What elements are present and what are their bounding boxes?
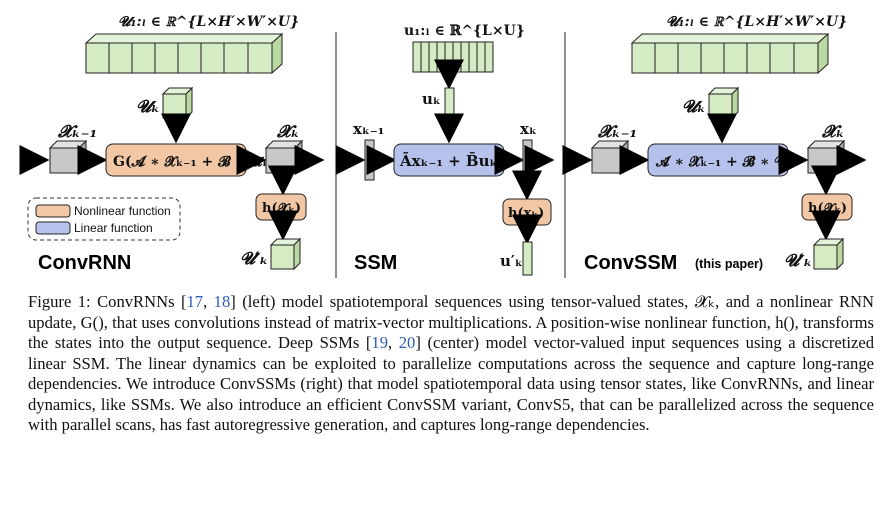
legend-nonlinear-swatch: [35, 204, 71, 218]
convrnn-panel: 𝓤₁:ₗ ∈ ℝ^{L×H′×W′×U} 𝓤ₖ 𝓧ₖ₋₁ G(𝓐: [19, 14, 325, 274]
ssm-out-vector: [522, 241, 533, 276]
convrnn-xk-cube: [264, 139, 304, 175]
ssm-xkm1-label: xₖ₋₁: [353, 120, 384, 138]
convssm-xkm1-cube: [590, 139, 630, 175]
convrnn-uk-cube: [161, 86, 194, 120]
caption-sep: ,: [203, 292, 214, 311]
convssm-h-text: h(𝓧ₖ): [808, 201, 847, 216]
ssm-input-label: u₁:ₗ ∈ ℝ^{L×U}: [404, 23, 525, 39]
ssm-out-label: u′ₖ: [500, 252, 523, 270]
citation-link[interactable]: 18: [213, 292, 231, 311]
caption-tail: ] (center) model vector-valued input seq…: [28, 333, 875, 434]
ssm-update-text: Āxₖ₋₁ + B̄uₖ: [399, 151, 498, 170]
convrnn-out-label: 𝓤′ₖ: [240, 249, 268, 269]
ssm-title: SSM: [354, 252, 397, 274]
convrnn-h-text: h(𝓧ₖ): [262, 201, 301, 216]
convssm-xkm1-label: 𝓧ₖ₋₁: [597, 122, 637, 142]
caption-mid: ] (left) model spatiotemporal sequences …: [28, 292, 875, 352]
ssm-panel: u₁:ₗ ∈ ℝ^{L×U} uₖ xₖ₋₁ Āxₖ₋₁ + B̄uₖ xₖ h…: [335, 23, 555, 276]
figure-caption: Figure 1: ConvRNNs [17, 18] (left) model…: [28, 292, 874, 436]
ssm-uk-vector: [444, 87, 455, 120]
convssm-panel: 𝓤₁:ₗ ∈ ℝ^{L×H′×W′×U} 𝓤ₖ 𝓧ₖ₋₁ 𝓐̄ ∗ 𝓧ₖ₋₁ +…: [562, 14, 867, 274]
convrnn-xkm1-cube: [48, 139, 88, 175]
ssm-xkm1-vector: [364, 139, 375, 181]
citation-link[interactable]: 20: [398, 333, 416, 352]
ssm-uk-label: uₖ: [422, 90, 441, 108]
legend-linear-swatch: [35, 221, 71, 235]
citation-link[interactable]: 19: [371, 333, 389, 352]
convssm-title: ConvSSM: [584, 252, 677, 274]
convssm-out-label: 𝓤′ₖ: [784, 251, 812, 271]
ssm-h-text: h(xₖ): [508, 206, 544, 221]
convssm-xk-cube: [806, 139, 846, 175]
caption-lead: Figure 1: ConvRNNs [: [28, 292, 187, 311]
convrnn-xkm1-label: 𝓧ₖ₋₁: [57, 122, 97, 142]
convrnn-uk-label: 𝓤ₖ: [136, 97, 160, 117]
caption-sep: ,: [388, 333, 399, 352]
convssm-xk-label: 𝓧ₖ: [821, 122, 845, 142]
citation-link[interactable]: 17: [186, 292, 204, 311]
convrnn-input-tensor: [84, 32, 284, 75]
convrnn-xk-label: 𝓧ₖ: [276, 122, 300, 142]
legend-nonlinear-label: Nonlinear function: [74, 204, 171, 218]
ssm-xk-vector: [522, 139, 533, 181]
convssm-uk-label: 𝓤ₖ: [682, 97, 706, 117]
convrnn-update-text: G(𝓐 ∗ 𝓧ₖ₋₁ + 𝓑 ∗ 𝓤ₖ): [113, 154, 276, 170]
convssm-update-text: 𝓐̄ ∗ 𝓧ₖ₋₁ + 𝓑̄ ∗ 𝓤ₖ: [655, 154, 794, 170]
convssm-input-label: 𝓤₁:ₗ ∈ ℝ^{L×H′×W′×U}: [666, 14, 847, 30]
convssm-out-cube: [812, 237, 845, 271]
ssm-input-strip: [412, 41, 494, 73]
legend-linear-label: Linear function: [74, 221, 153, 235]
convrnn-out-cube: [269, 237, 302, 271]
convrnn-title: ConvRNN: [38, 252, 131, 274]
figure-diagram: 𝓤₁:ₗ ∈ ℝ^{L×H′×W′×U} 𝓤ₖ 𝓧ₖ₋₁ G(𝓐: [19, 14, 867, 278]
convssm-uk-cube: [707, 86, 740, 120]
legend-box: [27, 197, 181, 241]
convssm-subtitle: (this paper): [695, 257, 763, 271]
ssm-xk-label: xₖ: [520, 120, 537, 138]
convrnn-input-label: 𝓤₁:ₗ ∈ ℝ^{L×H′×W′×U}: [118, 14, 299, 30]
convssm-input-tensor: [630, 32, 830, 75]
